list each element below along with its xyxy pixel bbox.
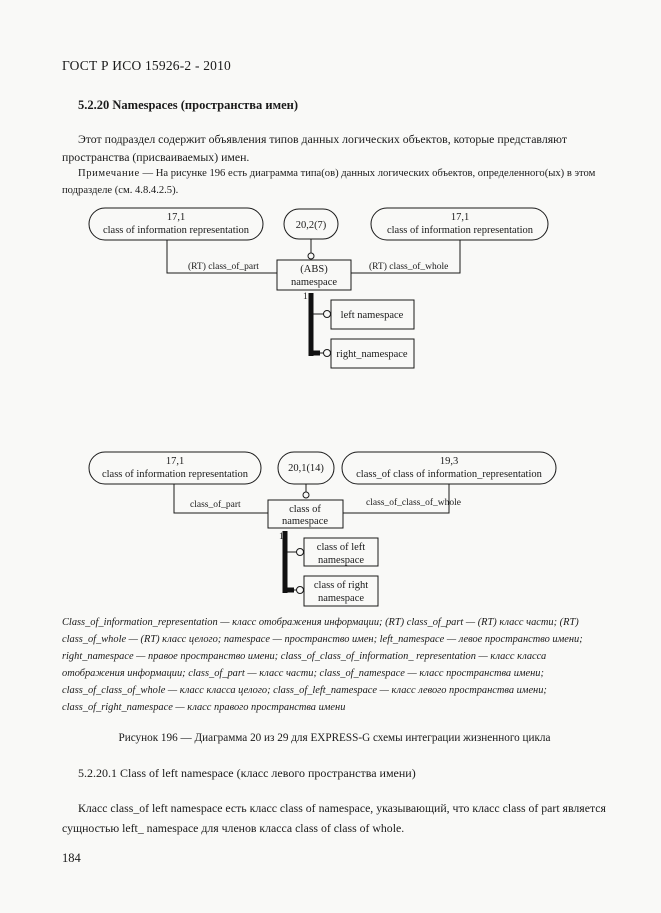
d2-subtype2-circle [296, 586, 304, 594]
d2-subtype1-circle [296, 548, 304, 556]
d2-main-entity-line1: class of [289, 504, 321, 515]
d1-right-ref-id: 17,1 [451, 212, 469, 223]
d1-subtype1-label: left namespace [341, 310, 404, 321]
d1-subtype2-label: right_namespace [336, 349, 407, 360]
d1-cardinality: 1 [303, 292, 308, 302]
d2-right-connector [343, 484, 450, 514]
d1-right-connector [351, 240, 461, 274]
intro-paragraph: Этот подраздел содержит объявления типов… [62, 132, 567, 164]
d2-left-ref-id: 17,1 [166, 456, 184, 467]
d2-right-attr: class_of_class_of_whole [366, 497, 461, 508]
d1-main-entity-line2: namespace [291, 277, 337, 288]
d2-right-ref-name: class_of class of information_representa… [356, 469, 542, 480]
d2-left-attr: class_of_part [190, 499, 241, 510]
d2-subtype1-line1: class of left [317, 542, 365, 553]
d1-left-connector [166, 240, 277, 274]
d2-cardinality: 1 [279, 532, 284, 542]
d1-right-attr: (RT) class_of_whole [369, 261, 448, 272]
d1-subtype2-circle [323, 349, 331, 357]
diagram-1: 17,1 class of information representation… [88, 207, 549, 369]
d2-subtype1-line2: namespace [318, 555, 364, 566]
d2-page-ref-circle [302, 491, 310, 499]
d1-left-ref-id: 17,1 [167, 212, 185, 223]
d2-subtype2-line1: class of right [314, 580, 368, 591]
diagram-2: 17,1 class of information representation… [88, 451, 557, 607]
page-number: 184 [62, 851, 81, 865]
d1-right-ref-name: class of information representation [387, 225, 534, 236]
d1-main-entity-box [276, 259, 352, 291]
d2-main-entity-line2: namespace [282, 516, 328, 527]
d2-subtype2-box [303, 575, 379, 607]
body-paragraph: Класс class_of left namespace есть класс… [62, 801, 606, 835]
d2-main-entity-box [267, 499, 344, 529]
note-paragraph: Примечание — На рисунке 196 есть диаграм… [62, 165, 607, 199]
subsection-title: 5.2.20.1 Class of left namespace (класс … [78, 766, 416, 780]
d2-right-ref-id: 19,3 [440, 456, 458, 467]
d1-page-ref: 20,2(7) [296, 220, 327, 231]
d2-left-connector [173, 484, 268, 514]
section-title: 5.2.20 Namespaces (пространства имен) [78, 98, 299, 112]
d1-left-ref-box [88, 207, 264, 241]
d1-subtype1-circle [323, 310, 331, 318]
d1-page-ref-circle [307, 252, 315, 260]
figure-caption: Рисунок 196 — Диаграмма 20 из 29 для EXP… [118, 732, 551, 744]
d1-left-attr: (RT) class_of_part [188, 261, 259, 272]
figure-legend: Class_of_information_representation — кл… [62, 617, 583, 713]
document-header: ГОСТ Р ИСО 15926-2 - 2010 [62, 58, 232, 73]
d2-page-ref: 20,1(14) [288, 463, 324, 474]
d2-left-ref-name: class of information representation [102, 469, 249, 480]
d1-main-entity-line1: (ABS) [300, 264, 328, 275]
d1-left-ref-name: class of information representation [103, 225, 250, 236]
d2-subtype2-line2: namespace [318, 593, 364, 604]
note-label: Примечание [78, 168, 140, 179]
d1-subtype2-box [330, 338, 415, 369]
note-text: — На рисунке 196 есть диаграмма типа(ов)… [62, 168, 596, 196]
d1-subtype1-box [330, 299, 415, 330]
d2-left-ref-box [88, 451, 262, 485]
